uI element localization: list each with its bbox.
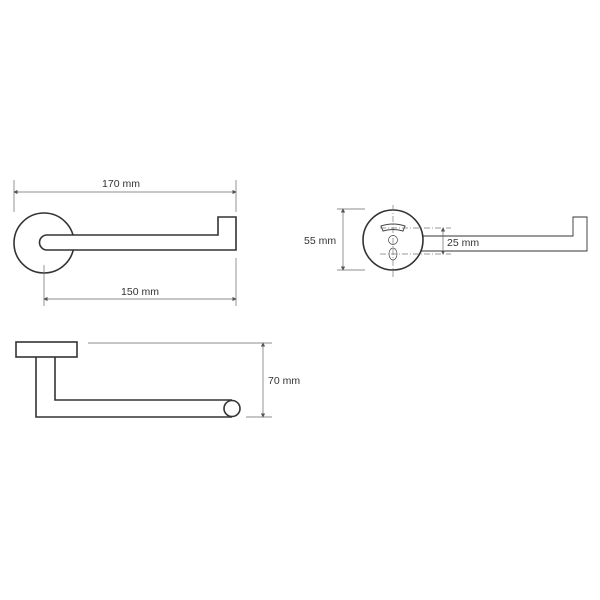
- holder-bar: [421, 216, 588, 252]
- bar-end: [223, 399, 241, 418]
- dimension-label-70: 70 mm: [268, 375, 300, 387]
- keyhole-slot: [380, 223, 406, 232]
- mounting-view: 25 mm 55 mm: [304, 205, 588, 278]
- holder-bar: [38, 216, 237, 251]
- flange: [15, 341, 78, 358]
- dimension-label-55: 55 mm: [304, 235, 336, 247]
- dimension-label-150: 150 mm: [121, 286, 159, 298]
- side-view: 70 mm: [15, 341, 300, 418]
- holder-arm: [35, 357, 232, 418]
- dimension-label-25: 25 mm: [447, 237, 479, 249]
- dimension-label-170: 170 mm: [102, 178, 140, 190]
- front-view: 170 mm 150 mm: [13, 178, 237, 306]
- center-hole: [388, 235, 398, 245]
